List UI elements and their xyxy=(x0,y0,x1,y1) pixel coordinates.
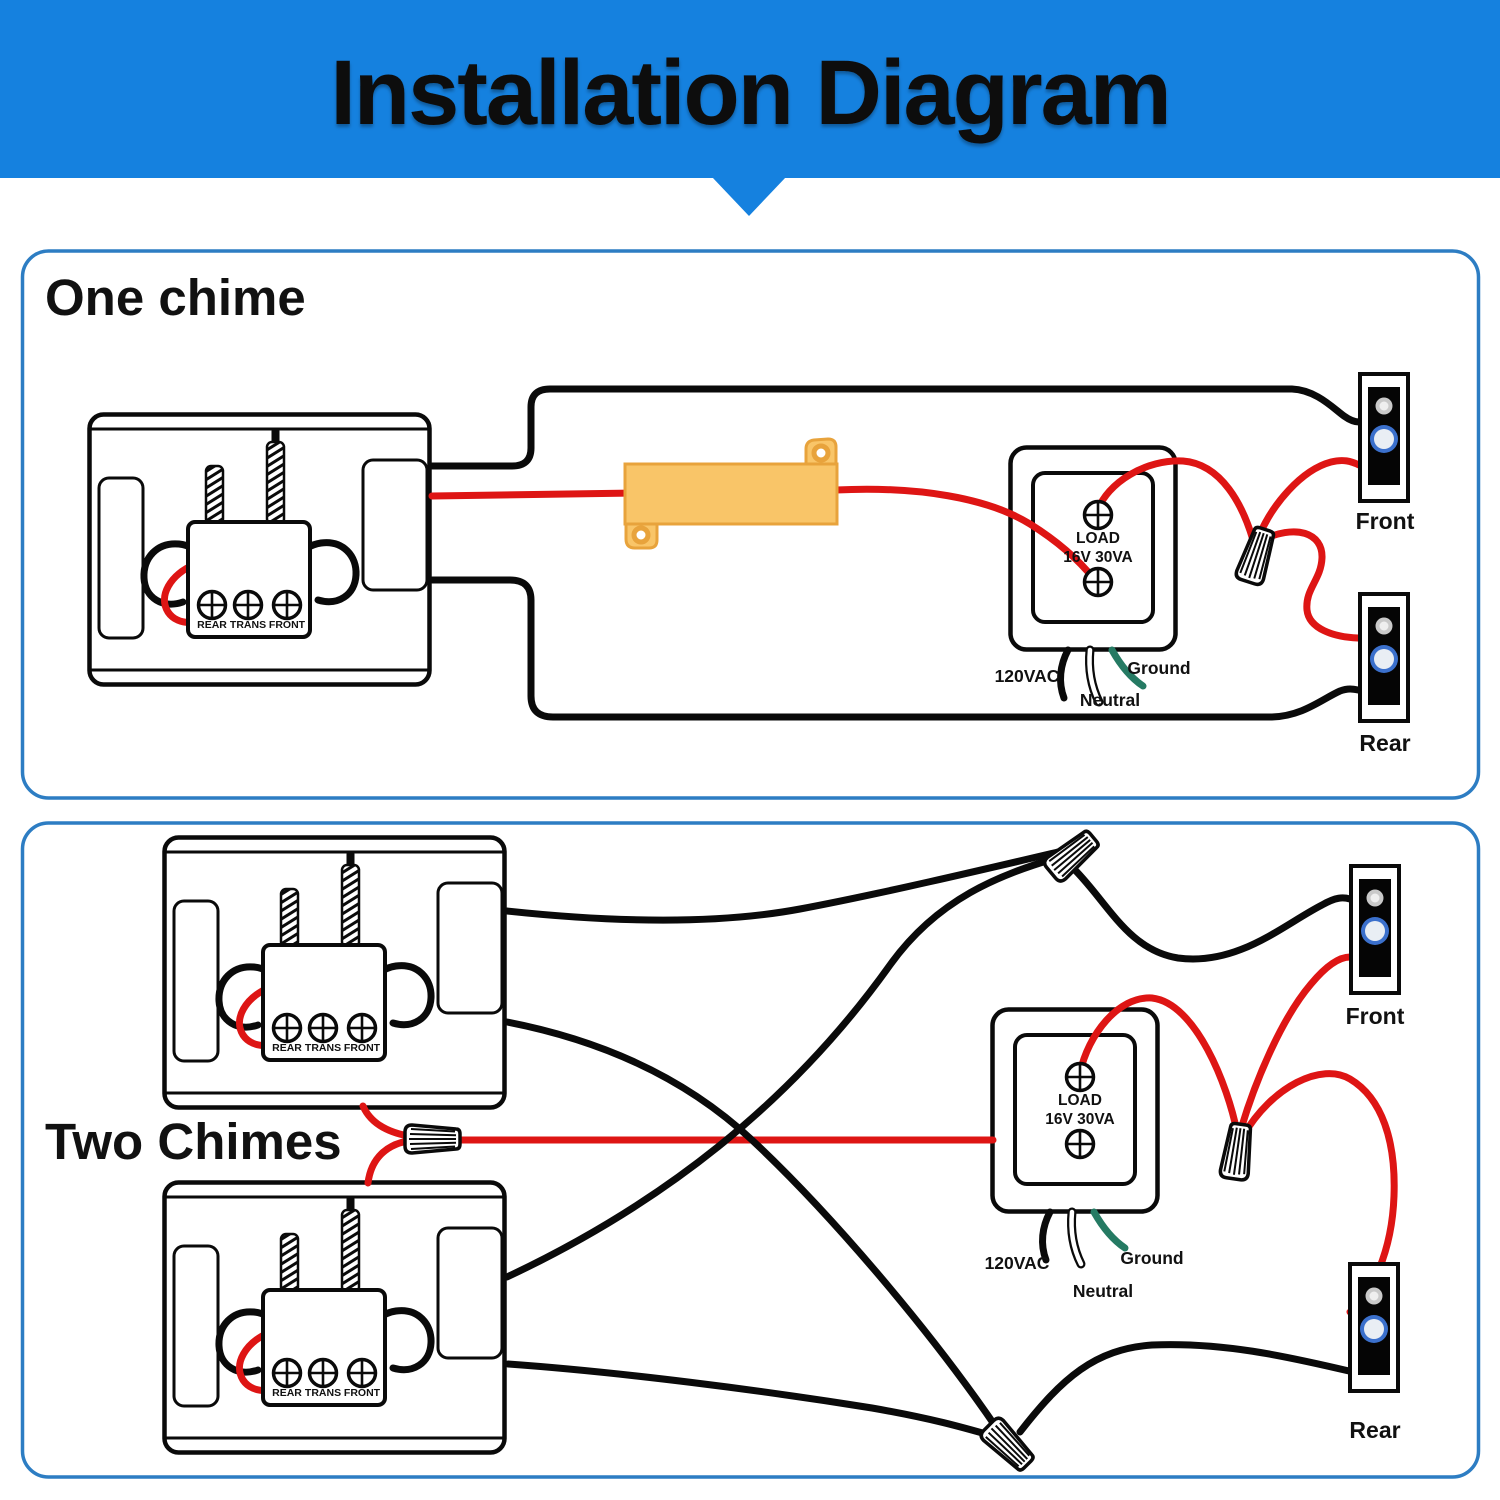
doorbell-rear-label: Rear xyxy=(1359,730,1410,756)
chime-unit-a xyxy=(165,838,505,1108)
doorbell-rear xyxy=(1358,592,1410,723)
black-wire-chime-b-to-top-nut xyxy=(503,854,1060,1281)
terminal-label-trans: TRANS xyxy=(305,1042,341,1054)
doorbell-rear-label: Rear xyxy=(1349,1417,1400,1443)
wiring-two-chimes xyxy=(359,848,1398,1442)
neutral-label: Neutral xyxy=(1073,1281,1133,1301)
transformer-load-terminal-top xyxy=(1064,1061,1096,1093)
transformer-load-terminal-bottom xyxy=(1064,1128,1096,1160)
terminal-label-front: FRONT xyxy=(344,1042,381,1054)
terminal-label-trans: TRANS xyxy=(305,1387,341,1399)
terminal-label-front: FRONT xyxy=(269,619,306,631)
red-wire-transformer-to-nut xyxy=(1093,457,1257,544)
red-wire-chime-to-transformer xyxy=(428,485,1098,583)
section-one-chime-title: One chime xyxy=(45,269,306,326)
red-wire-nut-to-rear xyxy=(1256,528,1362,642)
black-wire-chime-to-rear xyxy=(428,576,1362,721)
ground-label: Ground xyxy=(1120,1248,1183,1268)
header-background xyxy=(0,0,1500,178)
section-two-chimes-title: Two Chimes xyxy=(45,1113,342,1170)
terminal-label-rear: REAR xyxy=(272,1042,302,1054)
section-two-chimes: Two Chimes REAR xyxy=(20,821,1481,1479)
wire-nut-left xyxy=(403,1123,462,1155)
neutral-label: Neutral xyxy=(1080,690,1140,710)
black-wire-chime-b-to-bottom-nut xyxy=(504,1360,1004,1442)
vac-label: 120VAC xyxy=(995,666,1060,686)
chime-unit-b xyxy=(165,1183,505,1453)
terminal-label-rear: REAR xyxy=(272,1387,302,1399)
red-wire-transformer-to-nut xyxy=(1076,994,1241,1136)
terminal-label-trans: TRANS xyxy=(230,619,266,631)
doorbell-rear xyxy=(1348,1262,1400,1393)
doorbell-front-label: Front xyxy=(1356,508,1415,534)
black-wire-top-nut-to-front xyxy=(1070,865,1354,963)
black-wire-chime-a-to-bottom-nut xyxy=(503,1018,1002,1434)
resistor xyxy=(623,437,839,550)
transformer-rating-label: 16V 30VA xyxy=(1045,1111,1115,1128)
transformer-load-terminal-bottom xyxy=(1082,566,1114,598)
terminal-label-rear: REAR xyxy=(197,619,227,631)
section-one-chime: One chime REAR TRANS xyxy=(20,249,1481,800)
black-wire-chime-a-to-top-nut xyxy=(503,848,1062,924)
transformer-load-terminal-top xyxy=(1082,499,1114,531)
header-pointer-triangle xyxy=(712,177,786,216)
page-title: Installation Diagram xyxy=(330,42,1169,144)
header-banner: Installation Diagram xyxy=(0,0,1500,216)
wiring-one-chime xyxy=(428,385,1363,721)
doorbell-front xyxy=(1349,864,1401,995)
red-wire-nut-to-front xyxy=(1255,457,1363,540)
chime-unit xyxy=(90,415,430,685)
doorbell-front-label: Front xyxy=(1346,1003,1405,1029)
transformer-load-label: LOAD xyxy=(1058,1092,1102,1109)
transformer-rating-label: 16V 30VA xyxy=(1063,549,1133,566)
section-one-chime-labels: REAR TRANS FRONT LOAD 16V 30VA 120VAC Ne… xyxy=(197,508,1415,756)
black-wire-bottom-nut-to-rear xyxy=(1016,1341,1353,1436)
section-two-chimes-labels: REAR TRANS FRONT REAR TRANS FRONT LOAD 1… xyxy=(272,1003,1405,1443)
vac-label: 120VAC xyxy=(985,1253,1050,1273)
red-wire-nut-to-front xyxy=(1237,953,1354,1133)
doorbell-front xyxy=(1358,372,1410,503)
black-wire-chime-to-front xyxy=(428,385,1363,470)
terminal-label-front: FRONT xyxy=(344,1387,381,1399)
ground-label: Ground xyxy=(1127,658,1190,678)
transformer-load-label: LOAD xyxy=(1076,530,1120,547)
